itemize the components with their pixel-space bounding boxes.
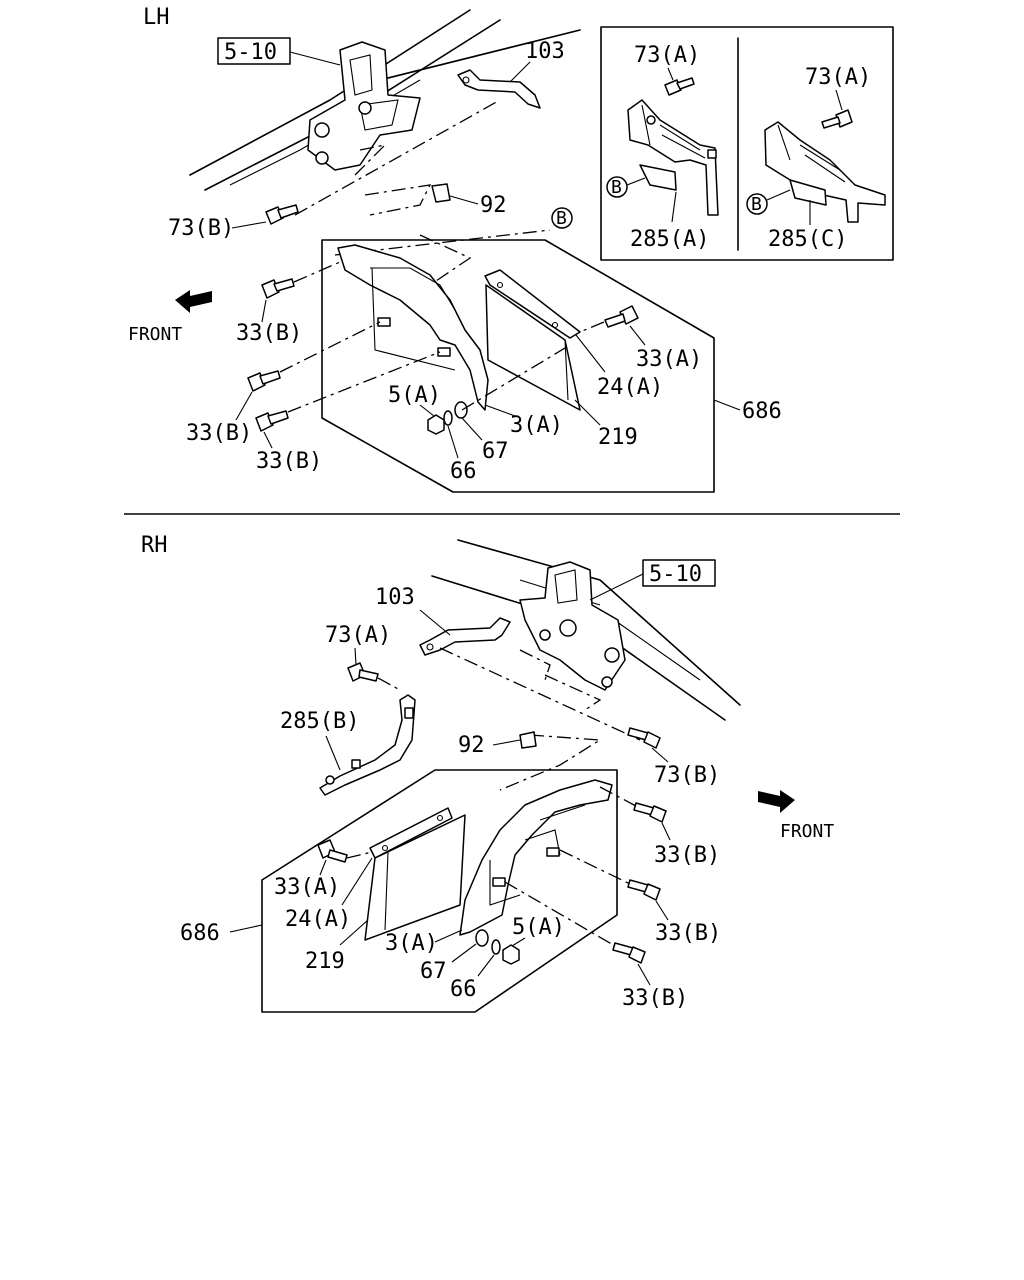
rh-mud-flap-219: [364, 807, 466, 941]
lh-ref-box-label: 5-10: [224, 40, 277, 65]
lh-inset-variants: 73(A) B 285(A) 73(A) B 285(C): [600, 26, 894, 261]
lh-bolt-73b: [265, 204, 299, 225]
lh-spring-washer-66: [443, 410, 453, 426]
lh-fender-bracket: [337, 244, 489, 411]
inset-left-circle-b-label: B: [611, 177, 622, 198]
lh-label-3a: 3(A): [510, 413, 563, 438]
lh-label-33b-3: 33(B): [256, 449, 322, 474]
lh-bolt-33b-1: [261, 278, 295, 299]
inset-left-label-73a: 73(A): [634, 43, 700, 68]
lh-nut-5a: [427, 414, 445, 435]
rh-spring-hanger: [519, 561, 626, 691]
inset-right-circle-b: [746, 193, 768, 215]
lh-clip-92: [431, 183, 451, 203]
rh-bolt-33a: [317, 839, 348, 863]
lh-label-5a: 5(A): [388, 383, 441, 408]
lh-washer-67: [454, 401, 468, 419]
lh-label-67: 67: [482, 439, 509, 464]
rh-section-label: RH: [141, 533, 168, 558]
lh-section-label: LH: [143, 5, 170, 30]
rh-label-33b-3: 33(B): [622, 986, 688, 1011]
lh-label-103: 103: [525, 39, 565, 64]
inset-right-circle-b-label: B: [751, 194, 762, 215]
lh-circle-b-label: B: [556, 208, 567, 229]
rh-bolt-33b-3: [612, 942, 646, 964]
rh-label-5a: 5(A): [512, 915, 565, 940]
inset-left-label-285a: 285(A): [630, 227, 709, 252]
lh-label-33b-2: 33(B): [186, 421, 252, 446]
rh-bolt-33b-1: [633, 802, 667, 823]
rh-label-103: 103: [375, 585, 415, 610]
rh-label-66: 66: [450, 977, 477, 1002]
rh-bolt-73b: [627, 727, 661, 749]
lh-front-label: FRONT: [128, 324, 182, 345]
inset-right-label-73a: 73(A): [805, 65, 871, 90]
rh-section: RH 5-10 103: [141, 533, 834, 1013]
rh-label-67: 67: [420, 959, 447, 984]
lh-label-66: 66: [450, 459, 477, 484]
rh-bolt-33b-2: [627, 879, 661, 901]
rh-front-label: FRONT: [780, 821, 834, 842]
rh-label-33b-2: 33(B): [655, 921, 721, 946]
lh-label-33a: 33(A): [636, 347, 702, 372]
lh-label-73b: 73(B): [168, 216, 234, 241]
lh-label-92: 92: [480, 193, 507, 218]
rh-label-24a: 24(A): [285, 907, 351, 932]
rh-nut-5a: [502, 944, 520, 965]
lh-circle-b: [551, 207, 573, 229]
rh-ref-box-label: 5-10: [649, 562, 702, 587]
rh-label-73b: 73(B): [654, 763, 720, 788]
lh-bolt-33b-2: [247, 370, 281, 392]
inset-right-bracket-285c: [764, 109, 886, 223]
rh-label-33a: 33(A): [274, 875, 340, 900]
rh-stay-103: [419, 617, 511, 656]
rh-label-285b: 285(B): [280, 709, 359, 734]
rh-washer-67: [475, 929, 489, 947]
lh-label-686: 686: [742, 399, 782, 424]
lh-mud-flap-219: [484, 269, 581, 411]
lh-label-219: 219: [598, 425, 638, 450]
lh-spring-hanger: [307, 41, 421, 171]
rh-label-219: 219: [305, 949, 345, 974]
inset-left-circle-b: [606, 176, 628, 198]
rh-bolt-73a: [347, 662, 379, 682]
lh-ref-box: [217, 37, 291, 65]
lh-label-24a: 24(A): [597, 375, 663, 400]
rh-fender-bracket: [459, 779, 613, 936]
rh-label-3a: 3(A): [385, 931, 438, 956]
lh-assembly-686-outline: [321, 239, 715, 493]
rh-label-92: 92: [458, 733, 485, 758]
lh-label-33b-1: 33(B): [236, 321, 302, 346]
rh-bracket-285b: [319, 694, 416, 796]
lh-front-arrow-icon: [175, 290, 212, 313]
inset-right-label-285c: 285(C): [768, 227, 847, 252]
lh-bolt-33b-3: [255, 410, 289, 432]
rh-spring-washer-66: [491, 939, 501, 955]
lh-section: LH 5-10 103: [128, 5, 894, 493]
lh-stay-103: [457, 69, 541, 109]
rh-front-arrow-icon: [758, 790, 795, 813]
rh-label-686: 686: [180, 921, 220, 946]
rh-ref-box: [642, 559, 716, 587]
rh-assembly-686-outline: [261, 769, 618, 1013]
rh-label-33b-1: 33(B): [654, 843, 720, 868]
rh-clip-92: [519, 731, 537, 749]
rh-label-73a: 73(A): [325, 623, 391, 648]
lh-bolt-33a: [604, 305, 639, 328]
inset-left-bracket-285a: [627, 77, 719, 216]
